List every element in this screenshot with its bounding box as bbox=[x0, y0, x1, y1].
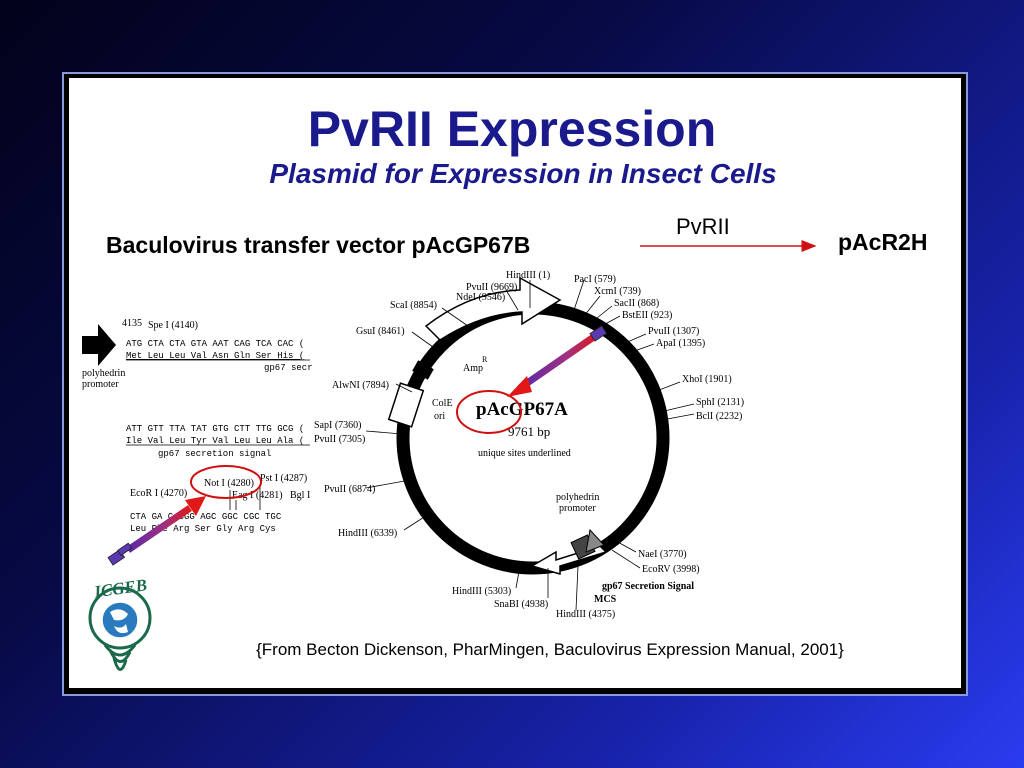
gp67-feature: gp67 Secretion Signal bbox=[602, 581, 694, 592]
site-label: NaeI (3770) bbox=[638, 549, 687, 560]
seq-text: Not I (4280) bbox=[204, 478, 254, 489]
seq-text: Pst I (4287) bbox=[260, 473, 307, 484]
site-label: GsuI (8461) bbox=[356, 326, 405, 337]
site-label: PvuII (9669) bbox=[466, 282, 517, 293]
site-label: SphI (2131) bbox=[696, 397, 744, 408]
citation: {From Becton Dickenson, PharMingen, Bacu… bbox=[256, 640, 844, 659]
site-label: BstEII (923) bbox=[622, 310, 672, 321]
site-label: EcoRV (3998) bbox=[642, 564, 700, 575]
site-label: ApaI (1395) bbox=[656, 338, 705, 349]
site-label: SacII (868) bbox=[614, 298, 659, 309]
promoter-feature: promoter bbox=[559, 503, 596, 514]
polyhedrin-promoter-arrow-icon bbox=[82, 324, 116, 366]
gradient-arrow-upper bbox=[507, 325, 608, 397]
plasmid-name: pAcGP67A bbox=[476, 399, 568, 420]
vector-label: Baculovirus transfer vector pAcGP67B bbox=[106, 232, 531, 258]
site-label: PvuII (1307) bbox=[648, 326, 699, 337]
seq-text: 4135 bbox=[122, 318, 142, 329]
plasmid-note: unique sites underlined bbox=[478, 448, 571, 459]
black-segment bbox=[412, 360, 434, 380]
seq-text: promoter bbox=[82, 379, 119, 390]
site-label: HindIII (5303) bbox=[452, 586, 511, 597]
sequence-panel: polyhedrin promoter 4135 Spe I (4140) AT… bbox=[82, 318, 313, 534]
site-label: SnaBI (4938) bbox=[494, 599, 548, 610]
site-label: NdeI (9546) bbox=[456, 292, 505, 303]
seq-text: polyhedrin bbox=[82, 368, 125, 379]
site-label: HindIII (6339) bbox=[338, 528, 397, 539]
amp-gene-arrow bbox=[424, 276, 562, 341]
slide-panel bbox=[69, 78, 961, 688]
polyhedrin-feature: polyhedrin bbox=[556, 492, 599, 503]
site-ticks bbox=[365, 279, 695, 611]
ori-label: ori bbox=[434, 411, 445, 422]
plasmid-size: 9761 bp bbox=[508, 424, 550, 439]
seq-text: gp67 secretion signal bbox=[158, 449, 271, 459]
site-labels: HindIII (1) PvuII (9669) NdeI (9546) Sca… bbox=[314, 270, 744, 620]
site-label: BclI (2232) bbox=[696, 411, 742, 422]
seq-text: Leu Phe Arg Ser Gly Arg Cys bbox=[130, 524, 276, 534]
highlight-ellipse-noti bbox=[190, 465, 262, 499]
cole1-label: ColE bbox=[432, 398, 453, 409]
gp67-triangle bbox=[585, 528, 605, 553]
seq-text: Spe I (4140) bbox=[148, 320, 198, 331]
seq-text: gp67 secr bbox=[264, 363, 313, 373]
seq-text: EcoR I (4270) bbox=[130, 488, 187, 499]
seq-text: ATG CTA CTA GTA AAT CAG TCA CAC ( bbox=[126, 339, 304, 349]
mcs-feature: MCS bbox=[594, 594, 617, 605]
slide-title: PvRII Expression bbox=[307, 101, 717, 157]
site-label: HindIII (4375) bbox=[556, 609, 615, 620]
site-label: SapI (7360) bbox=[314, 420, 362, 431]
seq-text: Ile Val Leu Tyr Val Leu Leu Ala ( bbox=[126, 436, 304, 446]
seq-text: Met Leu Leu Val Asn Gln Ser His ( bbox=[126, 351, 304, 361]
amp-sup: R bbox=[482, 355, 488, 364]
seq-text: Eag I (4281) bbox=[232, 490, 283, 501]
site-label: HindIII (1) bbox=[506, 270, 550, 281]
slide-subtitle: Plasmid for Expression in Insect Cells bbox=[269, 158, 777, 189]
gradient-arrow-lower bbox=[107, 496, 206, 566]
product-label: pAcR2H bbox=[838, 229, 928, 255]
cole1-box bbox=[387, 382, 425, 428]
site-label: ScaI (8854) bbox=[390, 300, 437, 311]
site-label: PacI (579) bbox=[574, 274, 616, 285]
seq-text: CTA GA C CGG AGC GGC CGC TGC bbox=[130, 512, 282, 522]
seq-text: ATT GTT TTA TAT GTG CTT TTG GCG ( bbox=[126, 424, 304, 434]
site-label: PvuII (7305) bbox=[314, 434, 365, 445]
site-label: XcmI (739) bbox=[594, 286, 641, 297]
highlight-ellipse-plasmid bbox=[456, 390, 522, 434]
seq-text: Bgl I bbox=[290, 490, 310, 501]
enzyme-label: PvRII bbox=[676, 214, 730, 239]
amp-label: Amp bbox=[463, 363, 483, 374]
site-label: PvuII (6874) bbox=[324, 484, 375, 495]
site-label: AlwNI (7894) bbox=[332, 380, 389, 391]
site-label: XhoI (1901) bbox=[682, 374, 732, 385]
